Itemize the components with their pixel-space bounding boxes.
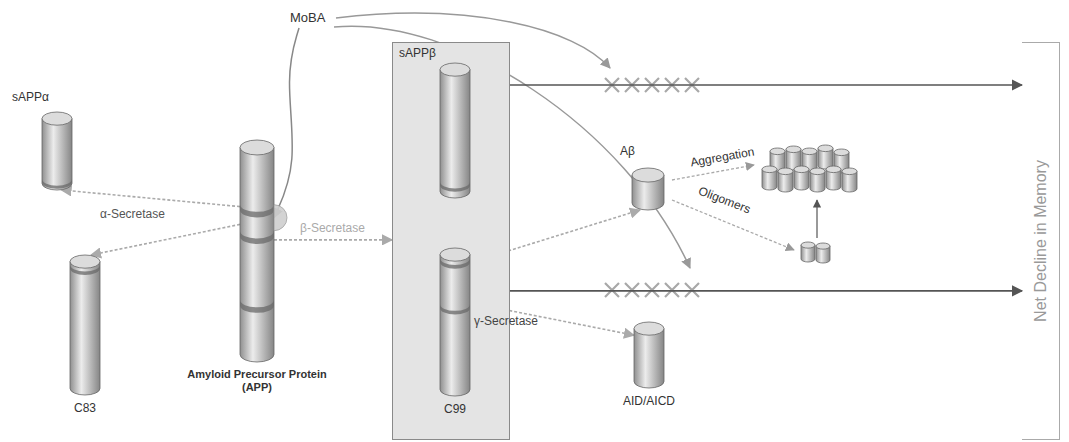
cylinder-shape — [240, 140, 274, 362]
aggregate-cylinder — [794, 166, 809, 190]
cylinder-top — [818, 145, 833, 152]
node-label: C83 — [74, 401, 96, 415]
process-arrow — [91, 224, 240, 255]
cylinder-shape — [634, 322, 664, 388]
process-arrow — [274, 239, 392, 241]
process-arrow — [470, 290, 1022, 292]
cylinder-shape — [70, 255, 100, 395]
cylinder-top — [770, 148, 785, 155]
moba-curve — [334, 26, 690, 268]
cylinder-body — [42, 119, 72, 190]
cylinder-top — [802, 148, 817, 155]
node-label: Amyloid Precursor Protein (APP) — [182, 368, 332, 394]
cylinder-top — [834, 149, 849, 156]
node-label: AID/AICD — [623, 394, 675, 408]
outcome-label: Net Decline in Memory — [1031, 160, 1050, 322]
cylinder-body — [440, 70, 470, 198]
cylinder-band — [42, 179, 72, 189]
cylinder-shape — [440, 248, 470, 396]
cylinder-top — [440, 248, 470, 261]
cylinder-band — [440, 304, 470, 314]
outcome-bracket: Net Decline in Memory — [1022, 42, 1060, 440]
cylinder-band — [240, 204, 274, 217]
oligomer-to-aggregate-arrow — [816, 200, 817, 238]
cylinder-body — [240, 147, 274, 362]
cleavage-site — [274, 205, 287, 231]
process-label: Aggregation — [689, 144, 755, 169]
protein-cylinder: C83 — [70, 255, 100, 395]
aggregate-cylinder — [762, 166, 777, 190]
cleavage-region: sAPPβC99 — [392, 42, 510, 440]
cylinder-top — [842, 168, 857, 175]
node-label: Aβ — [620, 144, 635, 158]
peptide-cylinder: Aβ — [632, 168, 664, 210]
oligomer-cylinder — [816, 243, 830, 263]
cylinder-band — [240, 231, 274, 244]
block-x-mark — [665, 283, 679, 297]
cylinder-top — [762, 166, 777, 173]
node-label: sAPPα — [12, 90, 49, 104]
cylinder-shape — [632, 168, 664, 210]
enzyme-label: β-Secretase — [300, 221, 365, 235]
cylinder-top — [632, 168, 664, 182]
cylinder-top — [634, 322, 664, 335]
node-label: sAPPβ — [393, 43, 509, 63]
cylinder-top — [240, 140, 274, 155]
cylinder-top — [440, 63, 470, 76]
enzyme-label: γ-Secretase — [474, 314, 538, 328]
process-label: Oligomers — [696, 184, 752, 217]
process-arrow — [62, 190, 241, 207]
block-x-mark — [685, 283, 699, 297]
aggregate-cylinder — [810, 168, 825, 192]
node-label: C99 — [444, 402, 466, 416]
cylinder-top — [778, 168, 793, 175]
process-arrow — [274, 28, 299, 218]
aggregate-cylinder — [778, 168, 793, 192]
protein-cylinder: Amyloid Precursor Protein (APP) — [240, 140, 274, 362]
aggregate-cylinder — [842, 168, 857, 192]
enzyme-label: α-Secretase — [100, 207, 165, 221]
sappb-cylinder-picture — [440, 63, 480, 203]
cylinder-shape — [42, 112, 72, 190]
oligomer-cylinder — [801, 242, 815, 262]
node-label: MoBA — [290, 10, 325, 25]
block-x-mark — [605, 283, 619, 297]
cylinder-body — [70, 262, 100, 395]
aggregate-cylinder — [818, 145, 833, 169]
process-arrow — [510, 84, 1022, 86]
cylinder-top — [42, 112, 72, 125]
cylinder-band — [440, 182, 470, 192]
block-x-mark — [625, 283, 639, 297]
protein-cylinder: AID/AICD — [634, 322, 664, 388]
cylinder-band — [240, 300, 274, 313]
cylinder-body — [440, 255, 470, 396]
block-x-mark — [645, 283, 659, 297]
aggregate-cylinder — [826, 166, 841, 190]
cylinder-top — [816, 243, 830, 249]
illustration-group — [605, 78, 857, 297]
cylinder-top — [826, 166, 841, 173]
cylinder-top — [810, 168, 825, 175]
aggregation-arrow — [672, 165, 754, 180]
cylinder-top — [786, 146, 801, 153]
protein-cylinder: C99 — [440, 248, 470, 396]
cylinder-top — [794, 166, 809, 173]
protein-cylinder: sAPPα — [42, 112, 72, 190]
drug-label: MoBA — [286, 6, 329, 28]
cylinder-top — [801, 242, 815, 248]
cylinder-top — [70, 255, 100, 268]
cylinder-body — [634, 329, 664, 388]
